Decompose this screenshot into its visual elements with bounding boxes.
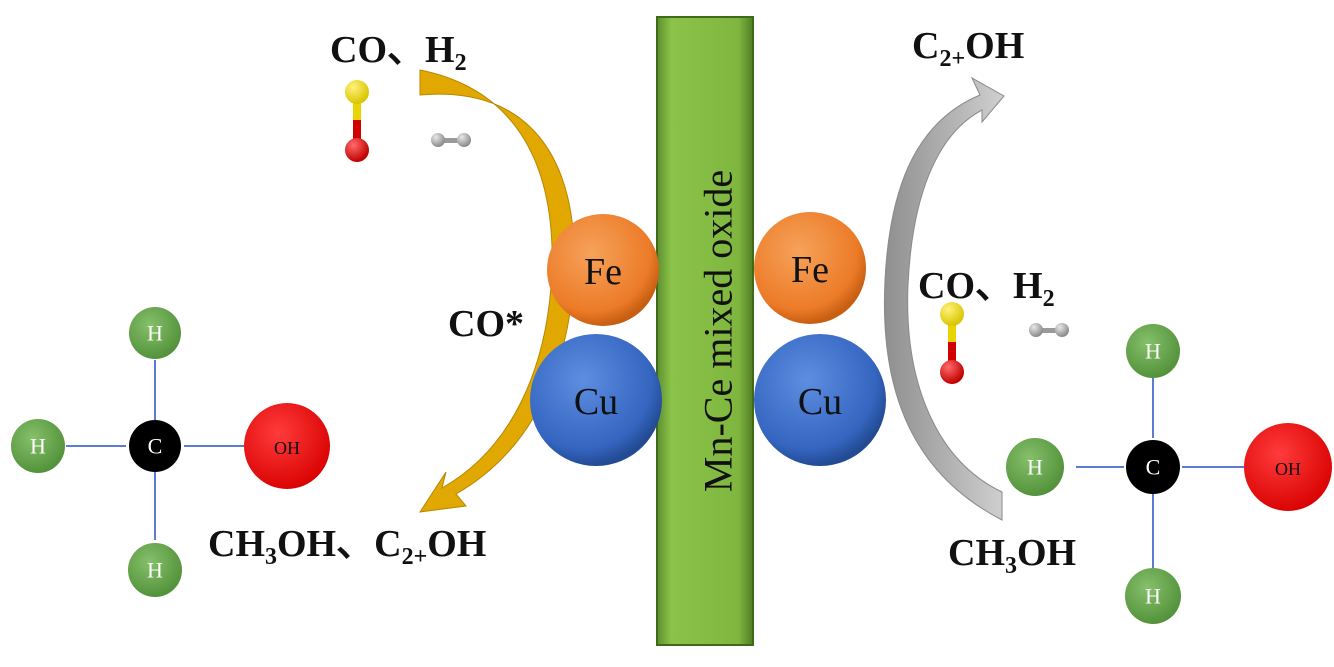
right-methanol-structure: H H H C OH (1006, 324, 1332, 624)
support-bar (656, 16, 754, 646)
svg-text:Cu: Cu (574, 381, 618, 423)
right-h-atom-left: H (1006, 438, 1064, 496)
support-label: Mn-Ce mixed oxide (696, 170, 741, 492)
right-h-atom-bottom: H (1125, 568, 1181, 624)
left-h2-molecule-icon (431, 133, 471, 147)
right-reaction-arrow (883, 76, 1005, 521)
svg-text:OH: OH (274, 438, 300, 458)
svg-text:Cu: Cu (798, 381, 842, 423)
left-cu-particle: Cu (530, 334, 662, 466)
svg-text:H: H (1027, 455, 1043, 480)
right-h-atom-top: H (1126, 324, 1180, 378)
svg-text:OH: OH (1275, 459, 1301, 479)
svg-text:H: H (30, 434, 46, 459)
svg-text:C: C (1146, 455, 1161, 480)
svg-text:H: H (147, 558, 163, 583)
svg-text:H: H (147, 321, 163, 346)
left-h-atom-left: H (11, 419, 65, 473)
right-cu-particle: Cu (754, 334, 886, 466)
svg-text:Fe: Fe (791, 249, 829, 291)
right-oh-group: OH (1244, 423, 1332, 511)
left-products-label: CH3OH、C2+OH (208, 523, 486, 570)
svg-text:H: H (1145, 584, 1161, 609)
svg-text:H: H (1145, 339, 1161, 364)
left-h-atom-bottom: H (128, 543, 182, 597)
left-reactants-label: CO、H2 (330, 29, 467, 76)
right-fe-particle: Fe (754, 212, 866, 324)
right-co-molecule-icon (940, 302, 964, 384)
left-methanol-structure: H H H C OH (11, 307, 330, 597)
right-h2-molecule-icon (1029, 323, 1069, 337)
left-c-atom: C (129, 420, 181, 472)
svg-text:C: C (148, 434, 163, 459)
right-reactants-label: CO、H2 (918, 265, 1055, 312)
left-oh-group: OH (244, 403, 330, 489)
svg-text:Fe: Fe (584, 251, 622, 293)
left-h-atom-top: H (129, 307, 181, 359)
left-fe-particle: Fe (547, 214, 659, 326)
right-c-atom: C (1126, 440, 1180, 494)
right-product-label: C2+OH (912, 25, 1024, 72)
right-methanol-label: CH3OH (948, 532, 1076, 579)
intermediate-co-label: CO* (448, 303, 524, 345)
left-co-molecule-icon (345, 80, 369, 162)
